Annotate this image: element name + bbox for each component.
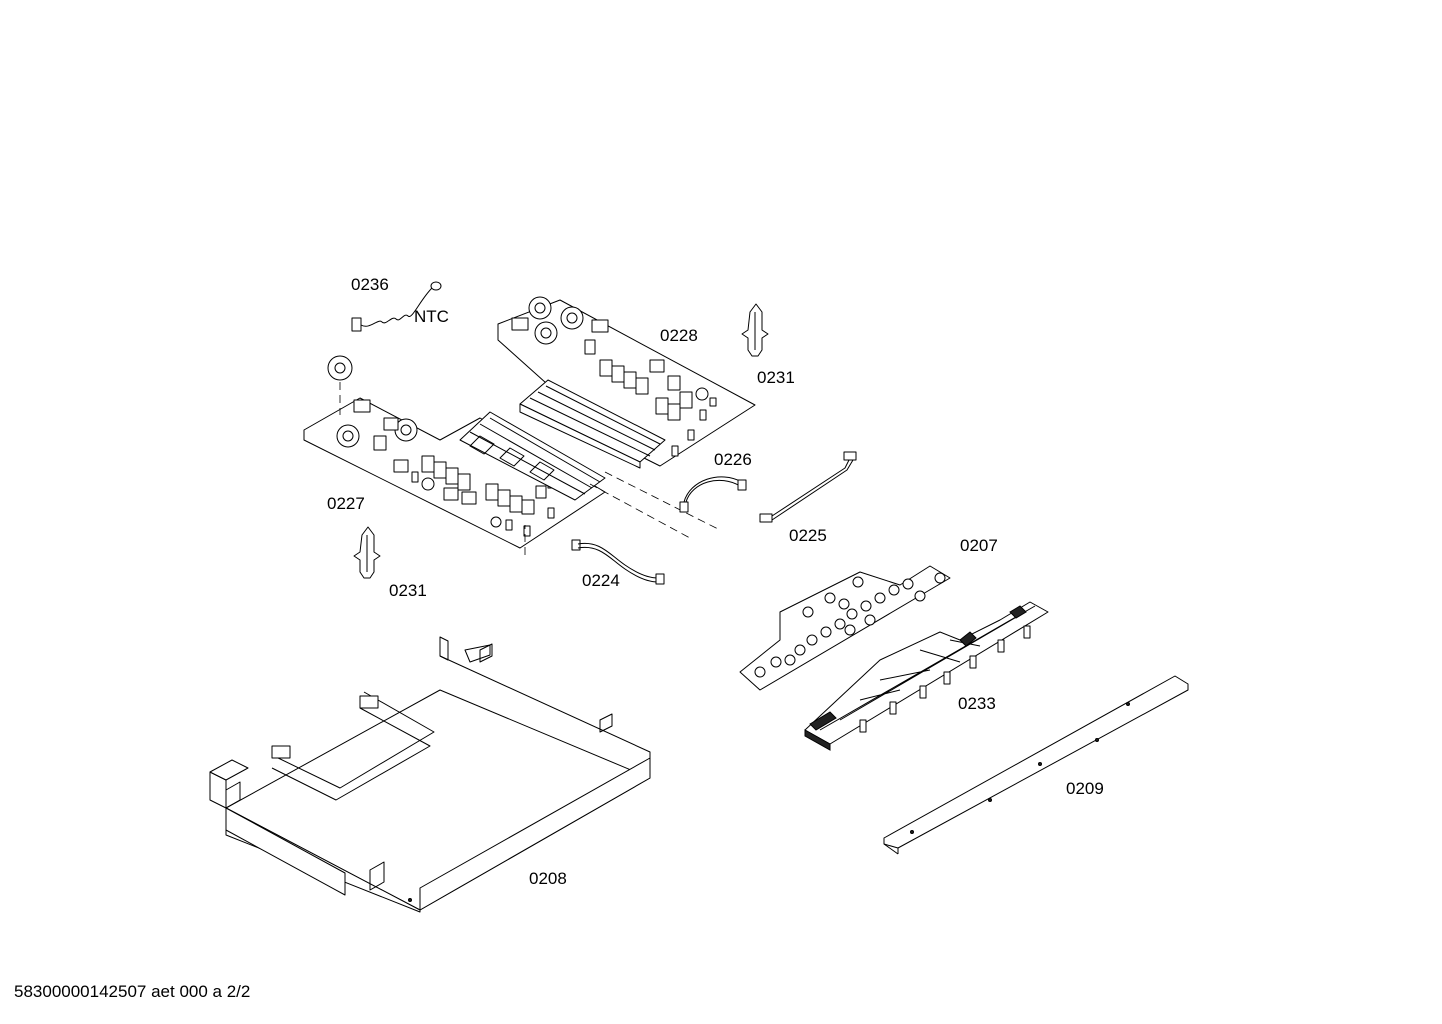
frame-0233 bbox=[804, 601, 1049, 751]
label-0226: 0226 bbox=[714, 450, 752, 469]
label-0231-bottom: 0231 bbox=[389, 581, 427, 600]
label-0224: 0224 bbox=[582, 571, 620, 590]
rail-0209 bbox=[883, 675, 1189, 855]
label-0233: 0233 bbox=[958, 694, 996, 713]
label-0227: 0227 bbox=[327, 494, 365, 513]
pcb-0228 bbox=[497, 296, 756, 469]
label-0208: 0208 bbox=[529, 869, 567, 888]
cable-0226 bbox=[679, 476, 747, 513]
spacer-0231-bottom bbox=[353, 526, 381, 579]
label-ntc: NTC bbox=[414, 307, 449, 326]
pcb-0207 bbox=[739, 565, 951, 691]
spacer-0231-top bbox=[741, 303, 769, 357]
pcb-0207-buttons bbox=[754, 572, 946, 678]
ntc-sensor-0236 bbox=[351, 281, 442, 332]
label-0225: 0225 bbox=[789, 526, 827, 545]
pcb-0227 bbox=[303, 355, 606, 555]
cable-0225 bbox=[759, 451, 857, 523]
label-0231-top: 0231 bbox=[757, 368, 795, 387]
cable-0224 bbox=[571, 539, 665, 585]
label-0207: 0207 bbox=[960, 536, 998, 555]
label-0228: 0228 bbox=[660, 326, 698, 345]
pcb-0228-components bbox=[599, 359, 717, 457]
label-0236: 0236 bbox=[351, 275, 389, 294]
label-0209: 0209 bbox=[1066, 779, 1104, 798]
document-footer: 58300000142507 aet 000 a 2/2 bbox=[14, 982, 251, 1001]
tray-0208 bbox=[209, 636, 651, 913]
